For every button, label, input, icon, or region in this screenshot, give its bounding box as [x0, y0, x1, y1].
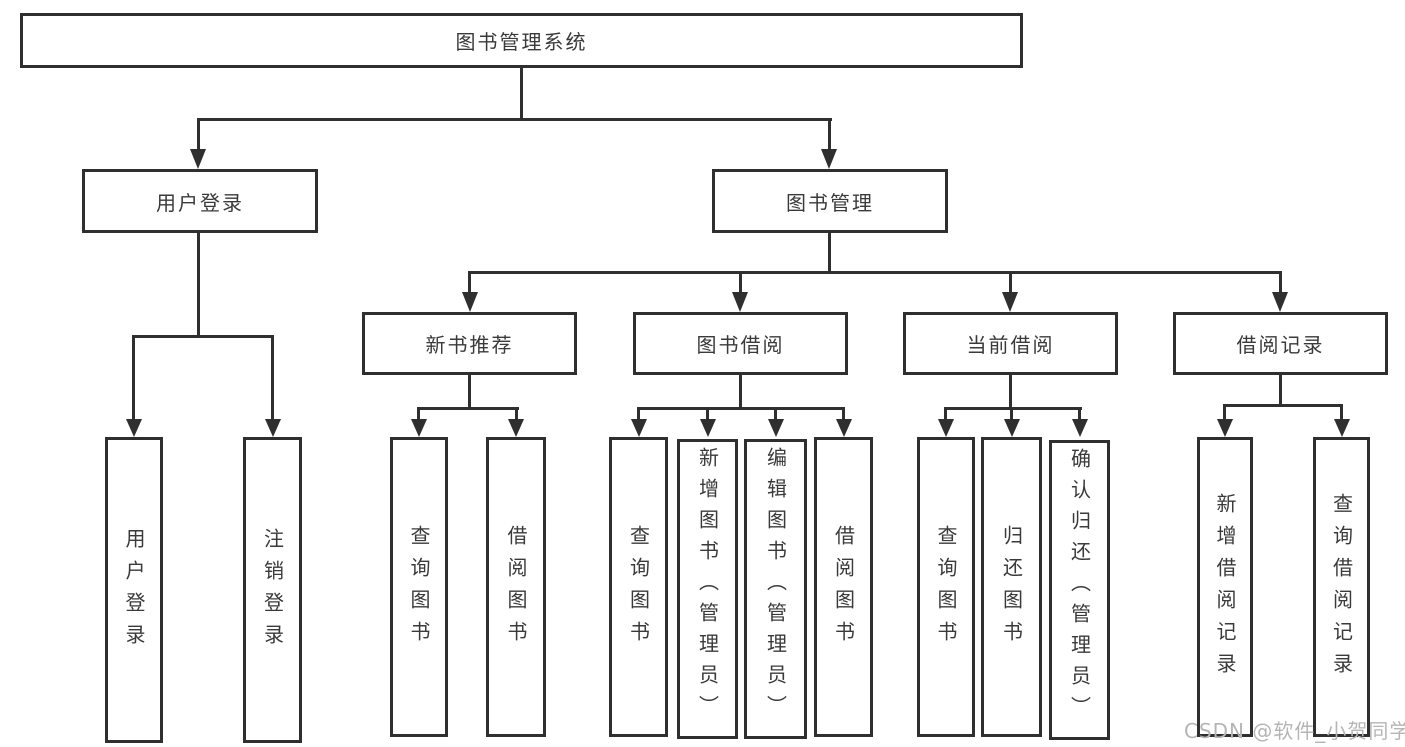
connector-stem — [1009, 271, 1012, 294]
arrowhead-down-icon — [700, 419, 716, 437]
connector-stem — [828, 118, 831, 151]
leaf-edit-book-admin: 编辑图书（管理员） — [744, 439, 807, 739]
leaf-borrow-books-recommend: 借阅图书 — [486, 437, 546, 737]
connector-stem — [468, 271, 471, 294]
leaf-label: 归还图书 — [999, 525, 1024, 653]
node-label: 图书借阅 — [696, 333, 785, 357]
connector-stem — [1340, 404, 1343, 419]
leaf-label: 查询图书 — [626, 525, 651, 653]
arrowhead-down-icon — [938, 419, 954, 437]
leaf-label: 新增借阅记录 — [1213, 493, 1237, 685]
connector-user-login-bar — [132, 335, 274, 338]
leaf-label: 查询图书 — [934, 525, 958, 653]
connector-stem — [1279, 271, 1282, 294]
connector-current-borrow-stub — [1009, 375, 1012, 410]
connector-stem — [706, 407, 709, 421]
node-user-login: 用户登录 — [82, 169, 318, 233]
arrowhead-down-icon — [1217, 419, 1233, 437]
leaf-confirm-return-admin: 确认归还（管理员） — [1049, 440, 1110, 740]
arrowhead-down-icon — [836, 419, 852, 437]
leaf-query-borrow-record: 查询借阅记录 — [1313, 437, 1370, 737]
arrowhead-down-icon — [821, 149, 837, 169]
arrowhead-down-icon — [508, 419, 524, 437]
arrowhead-down-icon — [1004, 419, 1020, 437]
node-new-book-recommendation: 新书推荐 — [362, 312, 577, 375]
arrowhead-down-icon — [631, 419, 647, 437]
connector-stem — [944, 407, 947, 421]
connector-book-borrow-bar — [637, 407, 845, 410]
leaf-query-books-borrow: 查询图书 — [609, 437, 668, 737]
connector-new-books-bar — [417, 407, 519, 410]
node-label: 新书推荐 — [425, 333, 514, 357]
connector-new-books-stub — [468, 375, 471, 410]
connector-stem — [1078, 407, 1081, 421]
node-label: 图书管理 — [786, 190, 874, 215]
node-borrowing-records: 借阅记录 — [1173, 312, 1388, 375]
leaf-add-borrow-record: 新增借阅记录 — [1197, 437, 1253, 737]
arrowhead-down-icon — [1272, 292, 1288, 312]
leaf-borrow-books: 借阅图书 — [814, 437, 873, 737]
leaf-add-book-admin: 新增图书（管理员） — [677, 439, 738, 739]
connector-book-mgmt-stub — [828, 233, 831, 274]
watermark: CSDN @软件_小贺同学 — [1184, 719, 1405, 743]
leaf-return-book: 归还图书 — [981, 437, 1042, 737]
arrowhead-down-icon — [1334, 419, 1350, 437]
connector-root-stub — [520, 68, 523, 121]
leaf-label: 借阅图书 — [831, 525, 856, 653]
connector-borrow-records-stub — [1279, 375, 1282, 407]
node-book-management: 图书管理 — [712, 169, 948, 233]
arrowhead-down-icon — [126, 419, 142, 437]
connector-stem — [637, 407, 640, 421]
connector-stem — [417, 407, 420, 421]
leaf-label: 注销登录 — [260, 528, 285, 656]
node-label: 借阅记录 — [1236, 333, 1325, 357]
leaf-label: 查询借阅记录 — [1329, 493, 1354, 685]
arrowhead-down-icon — [462, 292, 478, 312]
connector-user-login-stub — [197, 233, 200, 338]
leaf-label: 确认归还（管理员） — [1067, 448, 1092, 727]
arrowhead-down-icon — [732, 292, 748, 312]
connector-book-borrow-stub — [739, 375, 742, 410]
leaf-label: 查询图书 — [407, 525, 431, 653]
connector-stem — [842, 407, 845, 421]
leaf-label: 新增图书（管理员） — [695, 447, 720, 726]
node-current-borrowing: 当前借阅 — [903, 312, 1118, 375]
connector-stem — [132, 335, 135, 419]
arrowhead-down-icon — [265, 419, 281, 437]
leaf-user-login: 用户登录 — [105, 437, 163, 743]
leaf-label: 用户登录 — [122, 528, 146, 656]
leaf-label: 借阅图书 — [504, 525, 528, 653]
node-library-management-system: 图书管理系统 — [20, 13, 1023, 68]
arrowhead-down-icon — [411, 419, 427, 437]
connector-stem — [271, 335, 274, 419]
node-label: 当前借阅 — [966, 333, 1055, 357]
connector-stem — [774, 407, 777, 421]
connector-stem — [1223, 404, 1226, 419]
arrowhead-down-icon — [1002, 292, 1018, 312]
connector-stem — [197, 118, 200, 151]
connector-stem — [515, 407, 518, 421]
connector-current-borrow-bar — [944, 407, 1082, 410]
node-book-borrowing: 图书借阅 — [633, 312, 848, 375]
leaf-label: 编辑图书（管理员） — [763, 447, 788, 726]
leaf-query-books-recommend: 查询图书 — [390, 437, 448, 737]
arrowhead-down-icon — [190, 149, 206, 169]
arrowhead-down-icon — [768, 419, 784, 437]
leaf-logout: 注销登录 — [243, 437, 302, 743]
connector-stem — [1010, 407, 1013, 421]
connector-level3-bar — [468, 271, 1282, 274]
leaf-query-books-current: 查询图书 — [917, 437, 975, 737]
node-label: 图书管理系统 — [455, 30, 588, 54]
node-label: 用户登录 — [156, 190, 244, 215]
connector-borrow-records-bar — [1223, 404, 1343, 407]
connector-stem — [739, 271, 742, 294]
arrowhead-down-icon — [1072, 419, 1088, 437]
connector-level2-bar — [197, 118, 832, 121]
